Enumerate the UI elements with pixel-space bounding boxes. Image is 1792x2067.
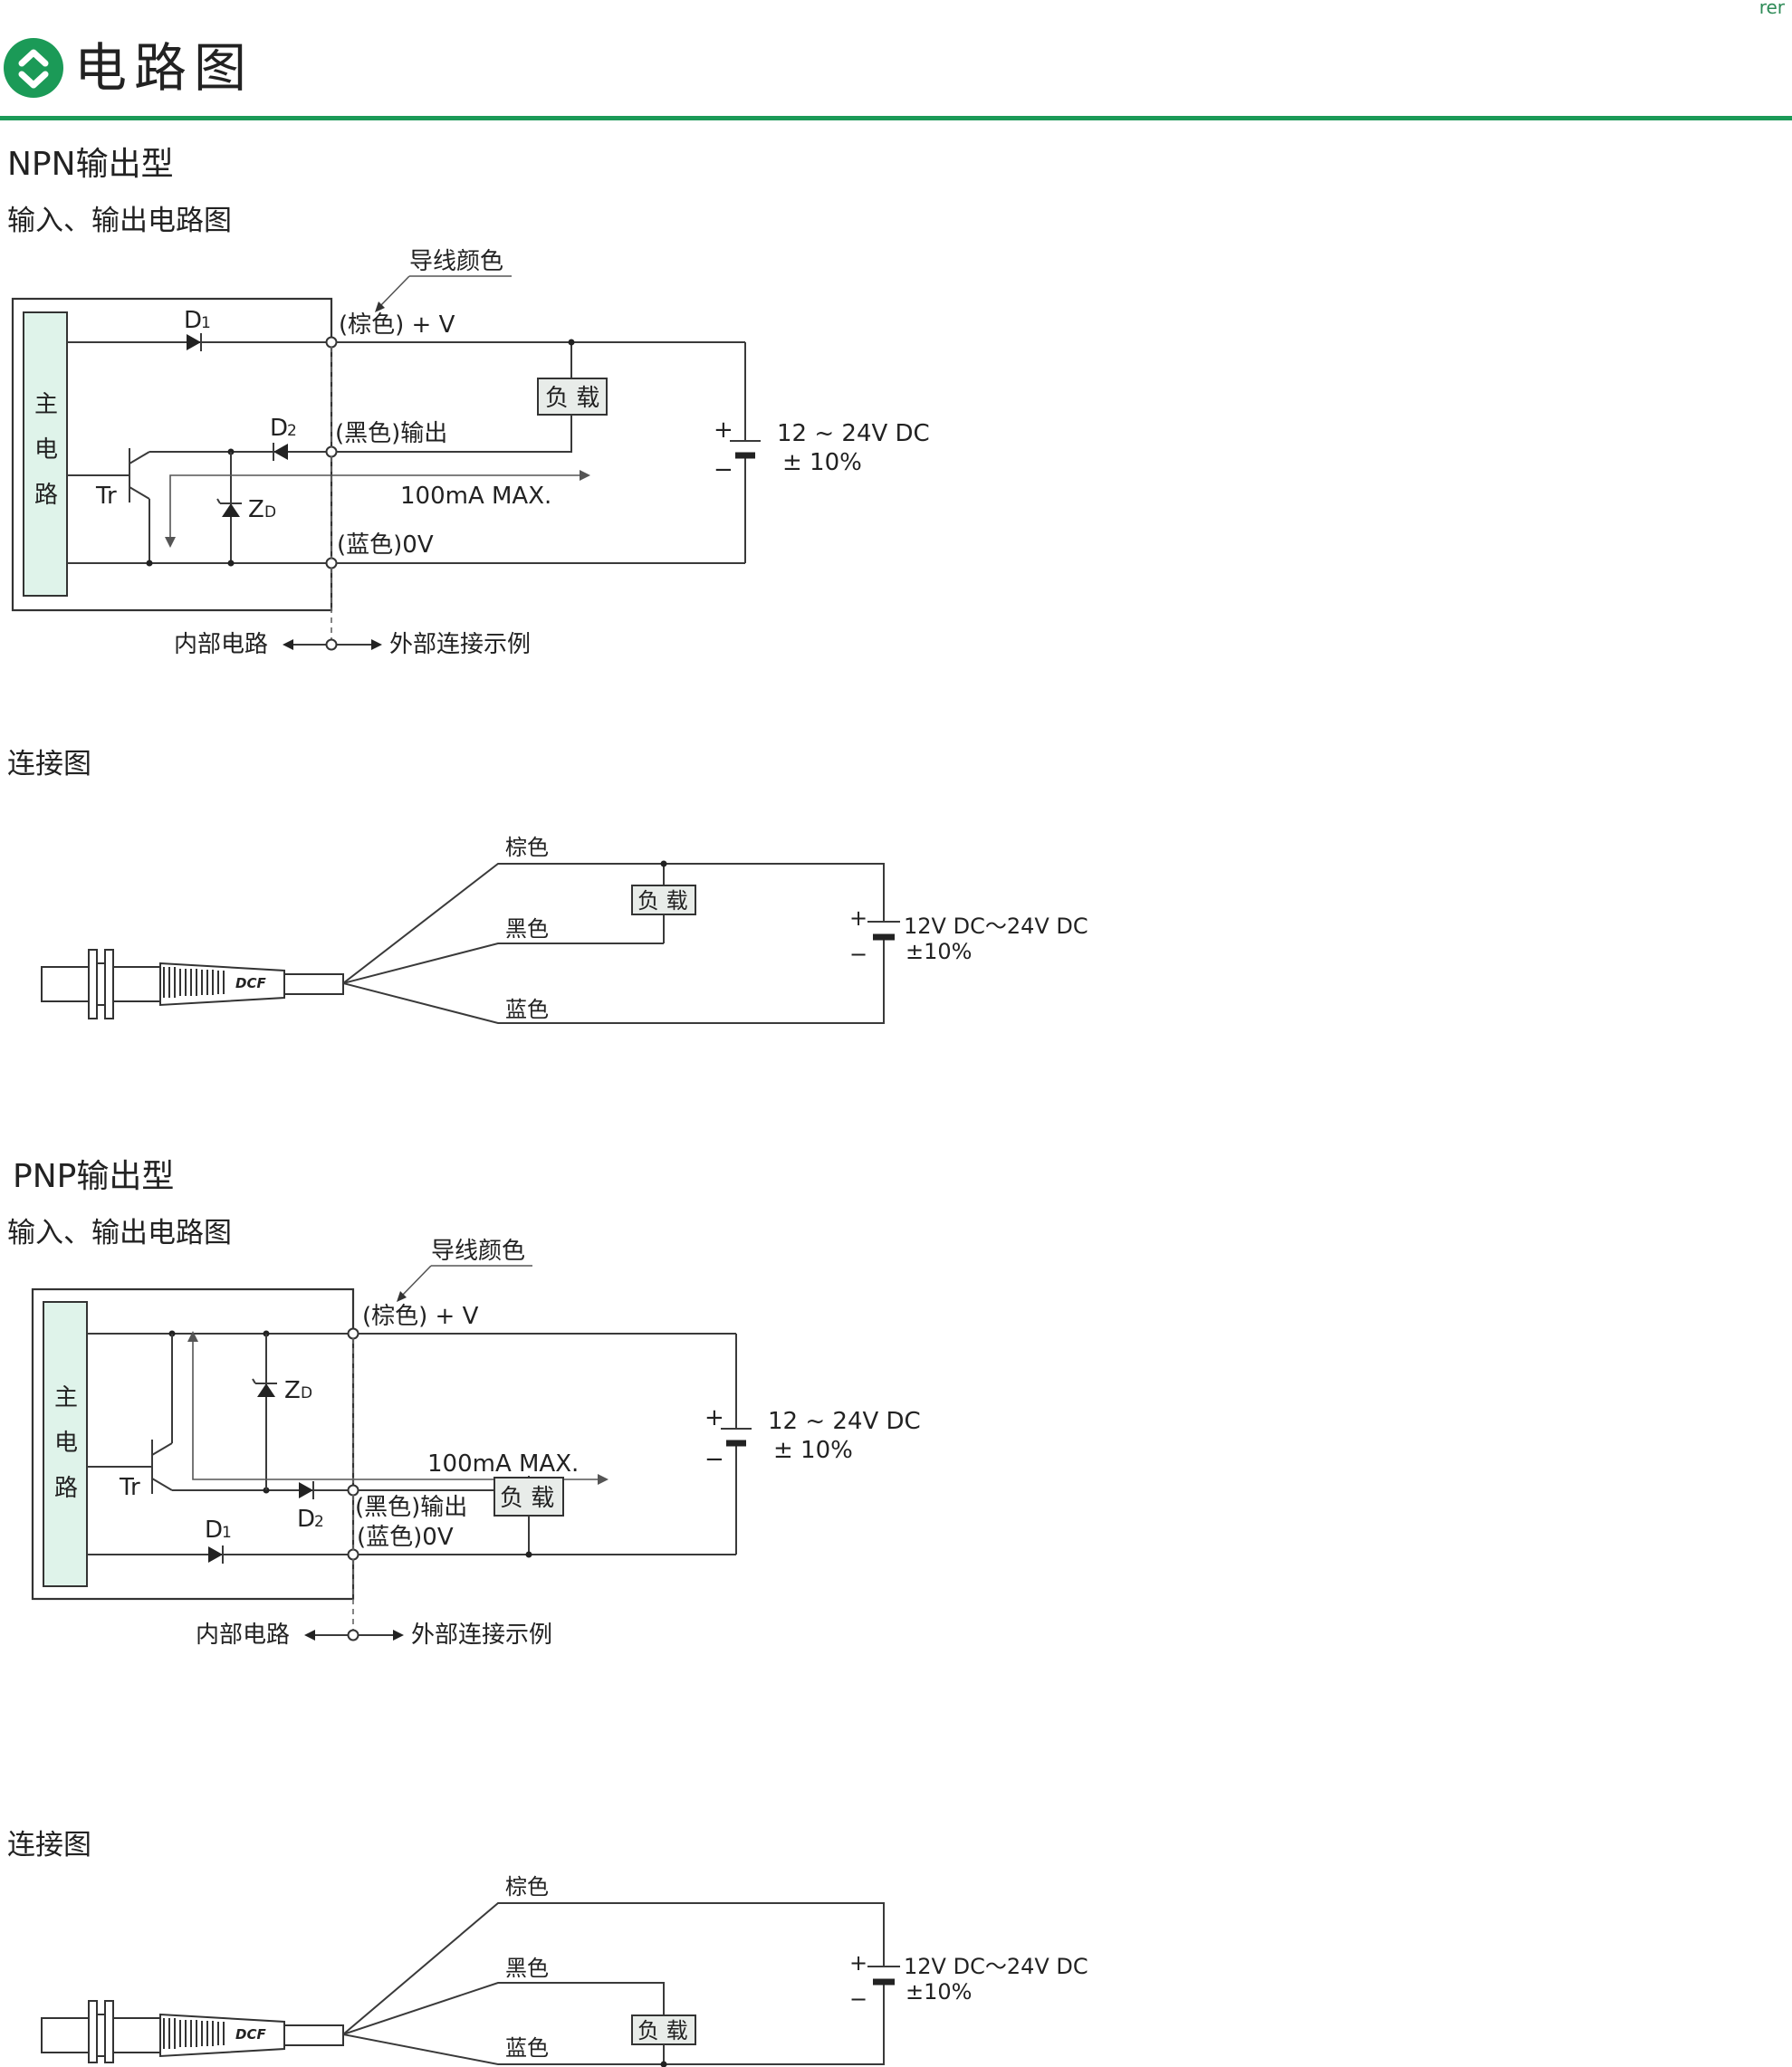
plus-sign: + (704, 1404, 724, 1431)
main-circuit-char: 电 (54, 1430, 78, 1457)
main-circuit-block (23, 311, 68, 597)
main-circuit-char: 主 (54, 1384, 78, 1411)
main-circuit-char: 路 (34, 482, 58, 509)
minus-sign: − (849, 1986, 867, 2012)
black-wire-label: 黑色 (505, 1956, 549, 1981)
minus-sign: − (714, 456, 733, 483)
load-label: 负 载 (637, 888, 688, 914)
load-label: 负 载 (637, 2018, 688, 2043)
internal-label: 内部电路 (174, 631, 268, 658)
supply-voltage: 12V DC～24V DC (904, 914, 1088, 939)
supply-voltage: 12V DC～24V DC (904, 1954, 1088, 1979)
d1-label: D (184, 307, 202, 334)
pnp-conn-title: 连接图 (7, 1829, 91, 1861)
svg-text:2: 2 (287, 422, 297, 440)
load-box (494, 1477, 564, 1517)
supply-tolerance: ± 10% (773, 1437, 853, 1464)
brand-label: DCF (235, 2026, 266, 2043)
npn-connection-diagram: DCF 负 载 棕色 黑色 蓝色 + − 12V DC～24V DC ±10% (41, 835, 1088, 1024)
svg-text:1: 1 (201, 314, 211, 332)
transistor-label: Tr (95, 483, 117, 510)
page-header: 电路图 (0, 33, 1792, 120)
npn-io-title: 输入、输出电路图 (7, 205, 232, 237)
svg-text:2: 2 (314, 1513, 324, 1531)
plus-sign: + (849, 1950, 867, 1976)
transistor-label: Tr (119, 1474, 140, 1501)
pnp-io-title: 输入、输出电路图 (7, 1217, 232, 1249)
wire-color-label: 导线颜色 (431, 1238, 525, 1265)
brand-label: DCF (235, 975, 266, 991)
brown-wire-label: 棕色 (505, 1874, 549, 1900)
corner-text: rer (1758, 0, 1785, 18)
load-box (631, 885, 696, 915)
blue-wire-label: (蓝色)0V (357, 1524, 454, 1551)
blue-wire-label: 蓝色 (505, 2035, 549, 2061)
minus-sign: − (849, 942, 867, 967)
main-circuit-char: 电 (34, 436, 58, 464)
pnp-circuit-diagram: 导线颜色 主 电 路 D 1 Tr D 2 Z D 100mA MAX. (棕色… (31, 1238, 921, 1649)
zener-label: Z (284, 1377, 301, 1404)
d2-label: D (297, 1506, 315, 1533)
npn-conn-title: 连接图 (7, 748, 91, 780)
current-label: 100mA MAX. (400, 483, 551, 510)
blue-wire-label: (蓝色)0V (337, 531, 434, 559)
main-circuit-char: 主 (34, 391, 58, 418)
black-wire-label: (黑色)输出 (355, 1494, 467, 1521)
load-box (631, 2014, 696, 2045)
svg-text:1: 1 (222, 1524, 232, 1542)
blue-wire-label: 蓝色 (505, 997, 549, 1022)
npn-circuit-diagram: 导线颜色 主 电 路 D 1 Tr D 2 Z D 100mA MAX. (棕色… (11, 248, 930, 658)
external-label: 外部连接示例 (389, 631, 531, 658)
supply-tolerance: ±10% (906, 939, 972, 964)
supply-voltage: 12 ~ 24V DC (768, 1408, 921, 1435)
load-label: 负 载 (500, 1485, 554, 1512)
supply-tolerance: ±10% (906, 1979, 972, 2005)
page-title: 电路图 (74, 37, 254, 99)
npn-heading: NPN输出型 (7, 146, 174, 183)
brown-wire-label: (棕色) + V (362, 1303, 479, 1330)
wire-color-label: 导线颜色 (409, 248, 503, 275)
minus-sign: − (704, 1446, 724, 1473)
black-wire-label: (黑色)输出 (335, 420, 447, 447)
plus-sign: + (714, 416, 733, 444)
zener-label: Z (248, 496, 264, 523)
header-divider (0, 116, 1792, 120)
main-circuit-block (43, 1301, 88, 1587)
d1-label: D (205, 1517, 223, 1544)
supply-voltage: 12 ~ 24V DC (777, 420, 930, 447)
supply-tolerance: ± 10% (782, 449, 862, 476)
black-wire-label: 黑色 (505, 916, 549, 942)
current-label: 100mA MAX. (427, 1450, 579, 1478)
d2-label: D (270, 415, 288, 442)
load-label: 负 载 (545, 385, 599, 412)
internal-label: 内部电路 (196, 1622, 290, 1649)
chevron-updown-icon (4, 38, 63, 98)
svg-text:D: D (264, 503, 276, 522)
brown-wire-label: (棕色) + V (339, 311, 455, 339)
sensor-body (41, 2017, 90, 2053)
sensor-body (41, 966, 90, 1002)
pnp-heading: PNP输出型 (13, 1158, 175, 1195)
external-label: 外部连接示例 (411, 1622, 552, 1649)
svg-text:D: D (301, 1384, 312, 1402)
plus-sign: + (849, 905, 867, 931)
main-circuit-char: 路 (54, 1475, 78, 1502)
pnp-connection-diagram: DCF 负 载 棕色 黑色 蓝色 + − 12V DC～24V DC ±10% (41, 1874, 1088, 2067)
brown-wire-label: 棕色 (505, 835, 549, 860)
